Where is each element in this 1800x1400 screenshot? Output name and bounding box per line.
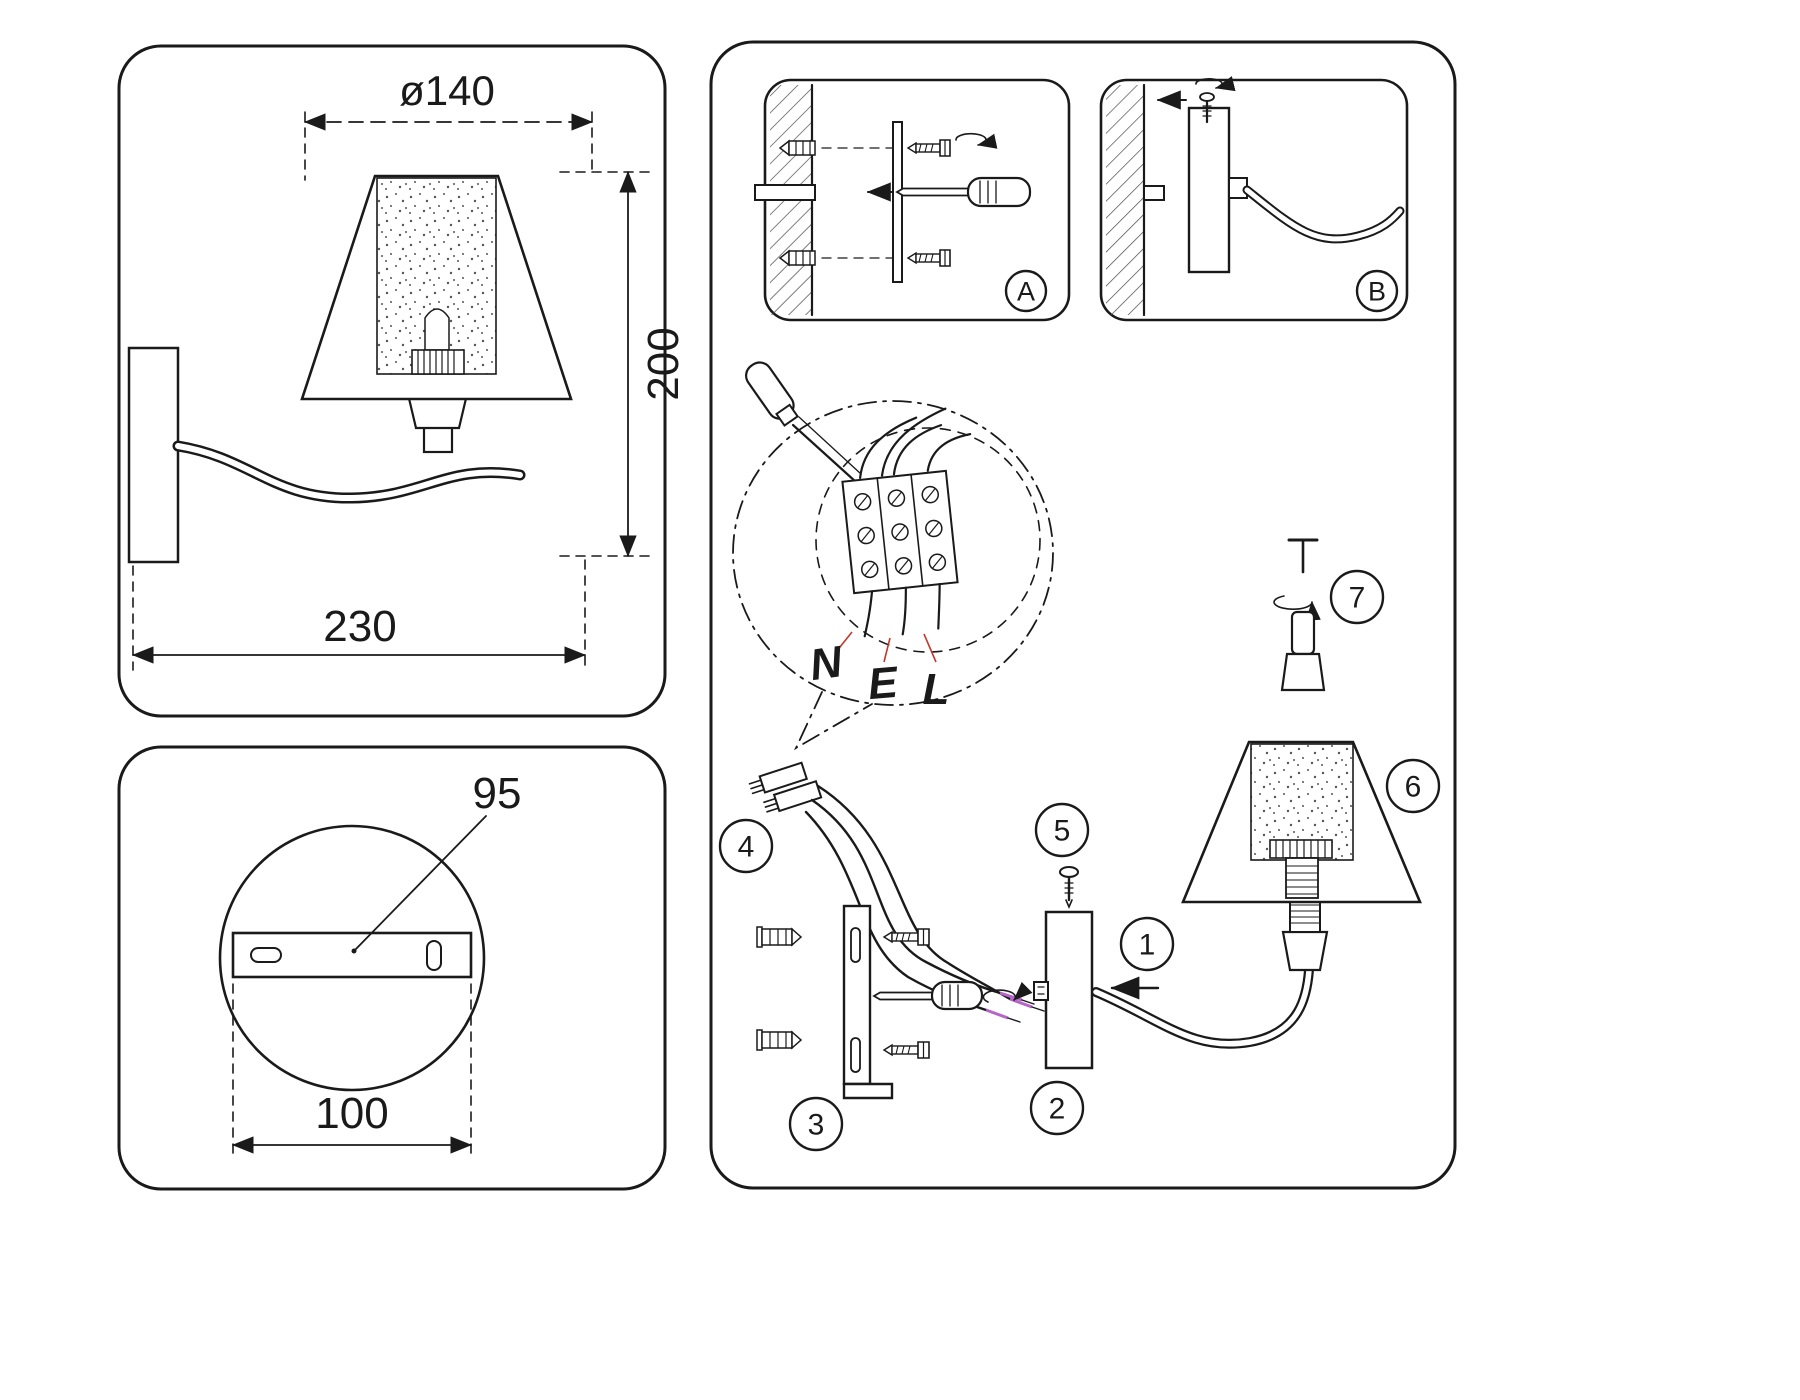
dimension-depth: 230 xyxy=(131,559,587,671)
wire-label-earth: E xyxy=(866,658,901,710)
inset-step-a: A xyxy=(754,78,1071,322)
lamp-arm-inner xyxy=(175,443,523,502)
part-screw-small xyxy=(1059,866,1079,910)
height-value: 200 xyxy=(639,327,688,400)
step-label-b: B xyxy=(1368,276,1386,306)
screwdriver-icon xyxy=(866,176,1032,208)
leader-dot xyxy=(351,948,357,954)
step-marker-1: 1 xyxy=(1119,916,1175,972)
bracket-edge-view xyxy=(892,121,903,283)
wall-lamp-side-view xyxy=(127,174,573,564)
step-marker-b: B xyxy=(1355,269,1399,313)
junction-area-dashed xyxy=(815,427,1041,653)
screw-icon xyxy=(906,139,951,157)
step-label-1: 1 xyxy=(1139,929,1156,962)
step-label-3: 3 xyxy=(808,1109,825,1142)
wire-label-live: L xyxy=(923,665,950,714)
wire-leader-l xyxy=(923,633,937,663)
step-label-4: 4 xyxy=(738,831,755,864)
step-marker-3: 3 xyxy=(788,1096,844,1152)
rotate-arrow-icon xyxy=(1273,595,1321,621)
exploded-view: 4 xyxy=(718,538,1441,1152)
lamp-holder-cup xyxy=(1281,930,1329,972)
step-label-a: A xyxy=(1017,276,1035,306)
step-label-7: 7 xyxy=(1349,582,1366,615)
step-marker-4: 4 xyxy=(718,818,774,874)
panel-side-view: ø140 200 230 xyxy=(117,44,688,718)
keyhole-slot-right xyxy=(426,940,442,971)
wall-ledge xyxy=(754,184,816,201)
terminal-block xyxy=(841,407,972,638)
wall-plate xyxy=(127,346,180,564)
dimension-height: 200 xyxy=(559,170,688,558)
rotate-arrow-icon xyxy=(955,132,998,149)
step-marker-5: 5 xyxy=(1034,802,1090,858)
bracket-foot xyxy=(842,1082,894,1100)
mounting-bracket xyxy=(842,904,872,1086)
socket-ribs xyxy=(411,349,465,375)
panel-instructions: A B xyxy=(709,40,1457,1190)
screw-vertical-icon xyxy=(1195,76,1236,124)
wire-connectors xyxy=(748,761,823,813)
part-lamp-assembly xyxy=(1091,740,1422,1049)
step-marker-a: A xyxy=(1004,269,1048,313)
screwdriver-icon xyxy=(872,980,1033,1011)
diameter-value: ø140 xyxy=(399,67,495,114)
step-label-2: 2 xyxy=(1049,1093,1066,1126)
panel-backplate: 95 100 xyxy=(117,745,667,1191)
step-marker-2: 2 xyxy=(1029,1080,1085,1136)
inset-step-b: B xyxy=(1099,76,1409,322)
part-finial xyxy=(1273,538,1326,692)
cable-tie-icon xyxy=(745,361,862,484)
step-label-6: 6 xyxy=(1405,771,1422,804)
threaded-collar xyxy=(1285,857,1319,899)
screw-icon xyxy=(906,249,951,267)
backplate-front xyxy=(1187,106,1231,274)
dimension-diameter: ø140 xyxy=(303,67,594,181)
backplate-body xyxy=(1044,910,1094,1070)
callout-tail xyxy=(793,691,873,751)
callout-bubble xyxy=(732,400,1054,706)
wall-anchor-icon xyxy=(778,139,816,157)
lamp-arm-inner xyxy=(1093,967,1312,1047)
wall-clip xyxy=(1143,185,1165,201)
socket-ribs xyxy=(1269,839,1333,859)
keyhole-slot-left xyxy=(250,947,282,963)
wire-leader-e xyxy=(883,637,891,663)
part-bracket-hardware xyxy=(756,904,1033,1100)
wire-leader-n xyxy=(835,631,853,653)
lamp-arm-inner xyxy=(1244,187,1403,242)
lamp-stem xyxy=(422,424,454,454)
step-marker-7: 7 xyxy=(1329,569,1385,625)
rotate-arrow-icon xyxy=(982,981,1033,1003)
dimension-plate-width: 100 xyxy=(231,983,473,1159)
step-label-5: 5 xyxy=(1054,815,1071,848)
arm-clip xyxy=(1033,981,1049,1001)
bracket-slot-bottom xyxy=(850,1037,861,1073)
plate-width-value: 100 xyxy=(315,1089,388,1138)
wall-anchor-icon xyxy=(756,1029,803,1051)
wire-end-3 xyxy=(985,1008,1009,1020)
bracket-slot-top xyxy=(850,927,861,963)
part-backplate xyxy=(1033,910,1094,1070)
wall-section xyxy=(1106,85,1144,315)
wall-anchor-icon xyxy=(778,249,816,267)
depth-value: 230 xyxy=(323,602,396,651)
dimension-hole-offset: 95 xyxy=(351,769,522,954)
wall-anchor-icon xyxy=(756,926,803,948)
bulb-icon xyxy=(424,308,450,351)
hole-offset-value: 95 xyxy=(473,769,522,818)
step-marker-6: 6 xyxy=(1385,758,1441,814)
screw-icon xyxy=(882,928,930,946)
screw-icon xyxy=(882,1041,930,1059)
